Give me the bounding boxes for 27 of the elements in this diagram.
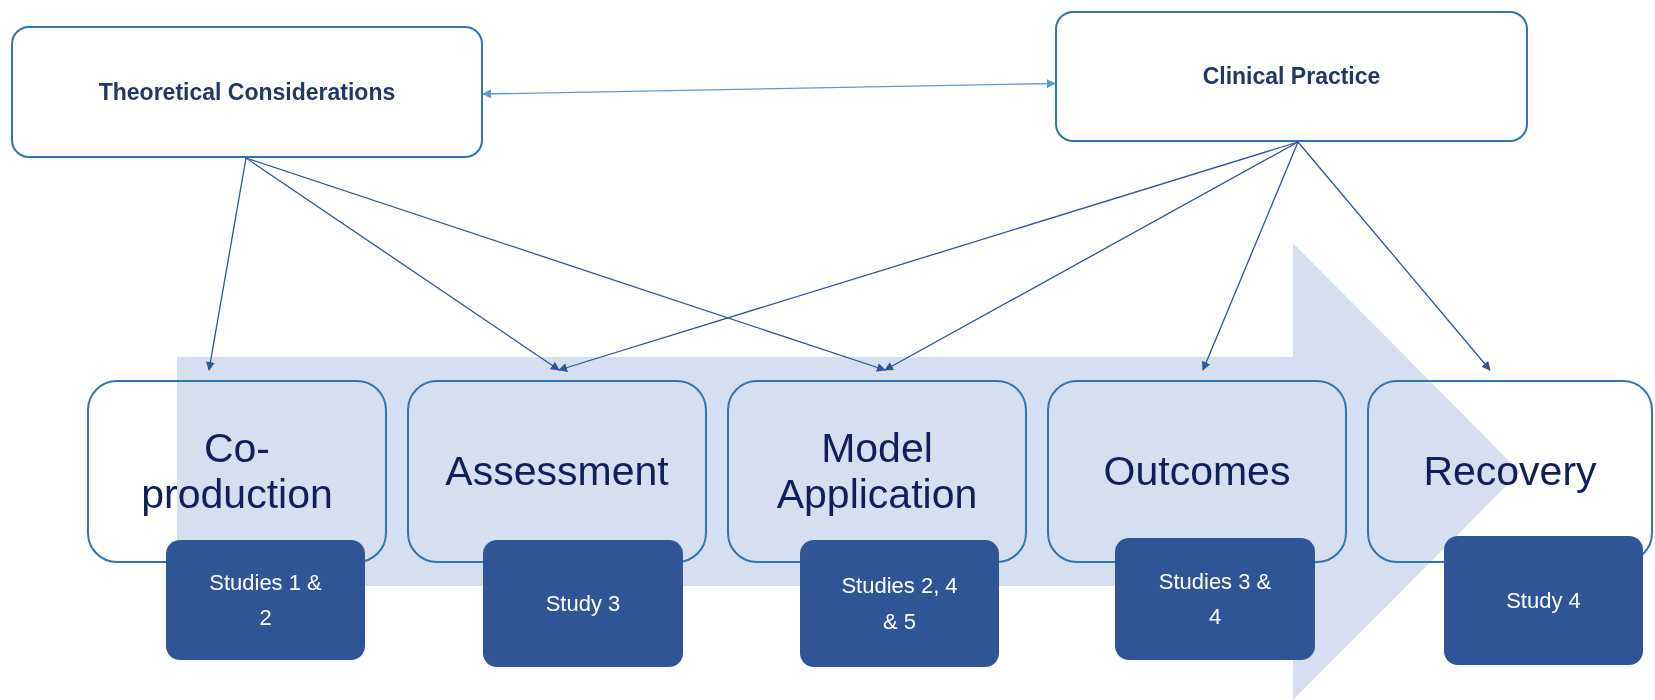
box-label: Studies 1 & 2	[208, 568, 323, 632]
arrow	[1297, 141, 1491, 371]
process-box	[11, 26, 483, 158]
study-box	[1444, 536, 1643, 665]
box-label: Clinical Practice	[1202, 63, 1381, 90]
arrow	[558, 141, 1299, 372]
arrow	[205, 157, 247, 371]
study-box	[800, 540, 999, 667]
box-label: Assessment	[444, 448, 670, 495]
process-box	[1055, 11, 1528, 142]
arrow	[884, 141, 1299, 371]
arrow	[245, 157, 886, 372]
box-label: Outcomes	[1102, 448, 1292, 495]
study-box	[483, 540, 683, 667]
arrow	[245, 157, 560, 371]
box-label: Theoretical Considerations	[98, 78, 396, 106]
box-label: Study 4	[1505, 586, 1582, 615]
arrow	[1201, 141, 1299, 371]
box-label: Recovery	[1422, 448, 1598, 495]
box-label: Studies 2, 4 & 5	[840, 572, 959, 636]
box-label: Co-production	[140, 426, 334, 517]
study-box	[166, 540, 365, 660]
box-label: Studies 3 & 4	[1157, 567, 1273, 631]
box-label: Study 3	[544, 589, 622, 618]
arrow	[482, 79, 1056, 99]
box-label: Model Application	[775, 426, 979, 517]
study-box	[1115, 538, 1315, 660]
